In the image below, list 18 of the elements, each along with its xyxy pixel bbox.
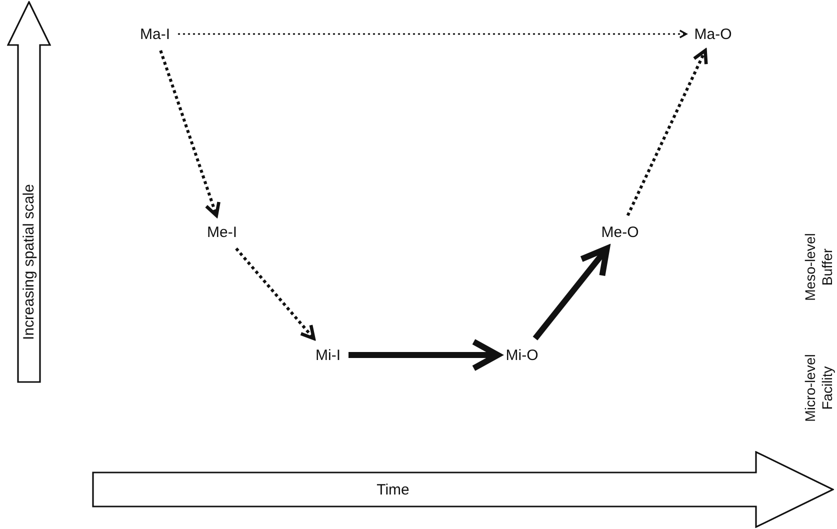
arrow <box>626 48 708 216</box>
level-label: Meso-level Buffer <box>802 232 836 303</box>
arrow <box>159 50 220 218</box>
stage-label: Mi-I <box>316 346 340 364</box>
stage-label: Me-O <box>601 224 639 240</box>
arrow <box>348 338 501 372</box>
arrow <box>235 248 316 340</box>
stage-label: Me-I <box>207 224 237 240</box>
stage-label: Mi-O <box>506 346 538 364</box>
axis-label: Time <box>376 481 410 498</box>
stage-label: Ma-I <box>140 26 170 42</box>
arrow <box>532 246 610 340</box>
stage-label: Ma-O <box>694 26 732 42</box>
axis-label: Increasing spatial scale <box>20 184 38 340</box>
time-arrow <box>92 451 834 528</box>
arrow <box>178 30 688 38</box>
spatial-scale-arrow <box>7 1 51 383</box>
level-label: Micro-level Facility <box>802 353 836 424</box>
